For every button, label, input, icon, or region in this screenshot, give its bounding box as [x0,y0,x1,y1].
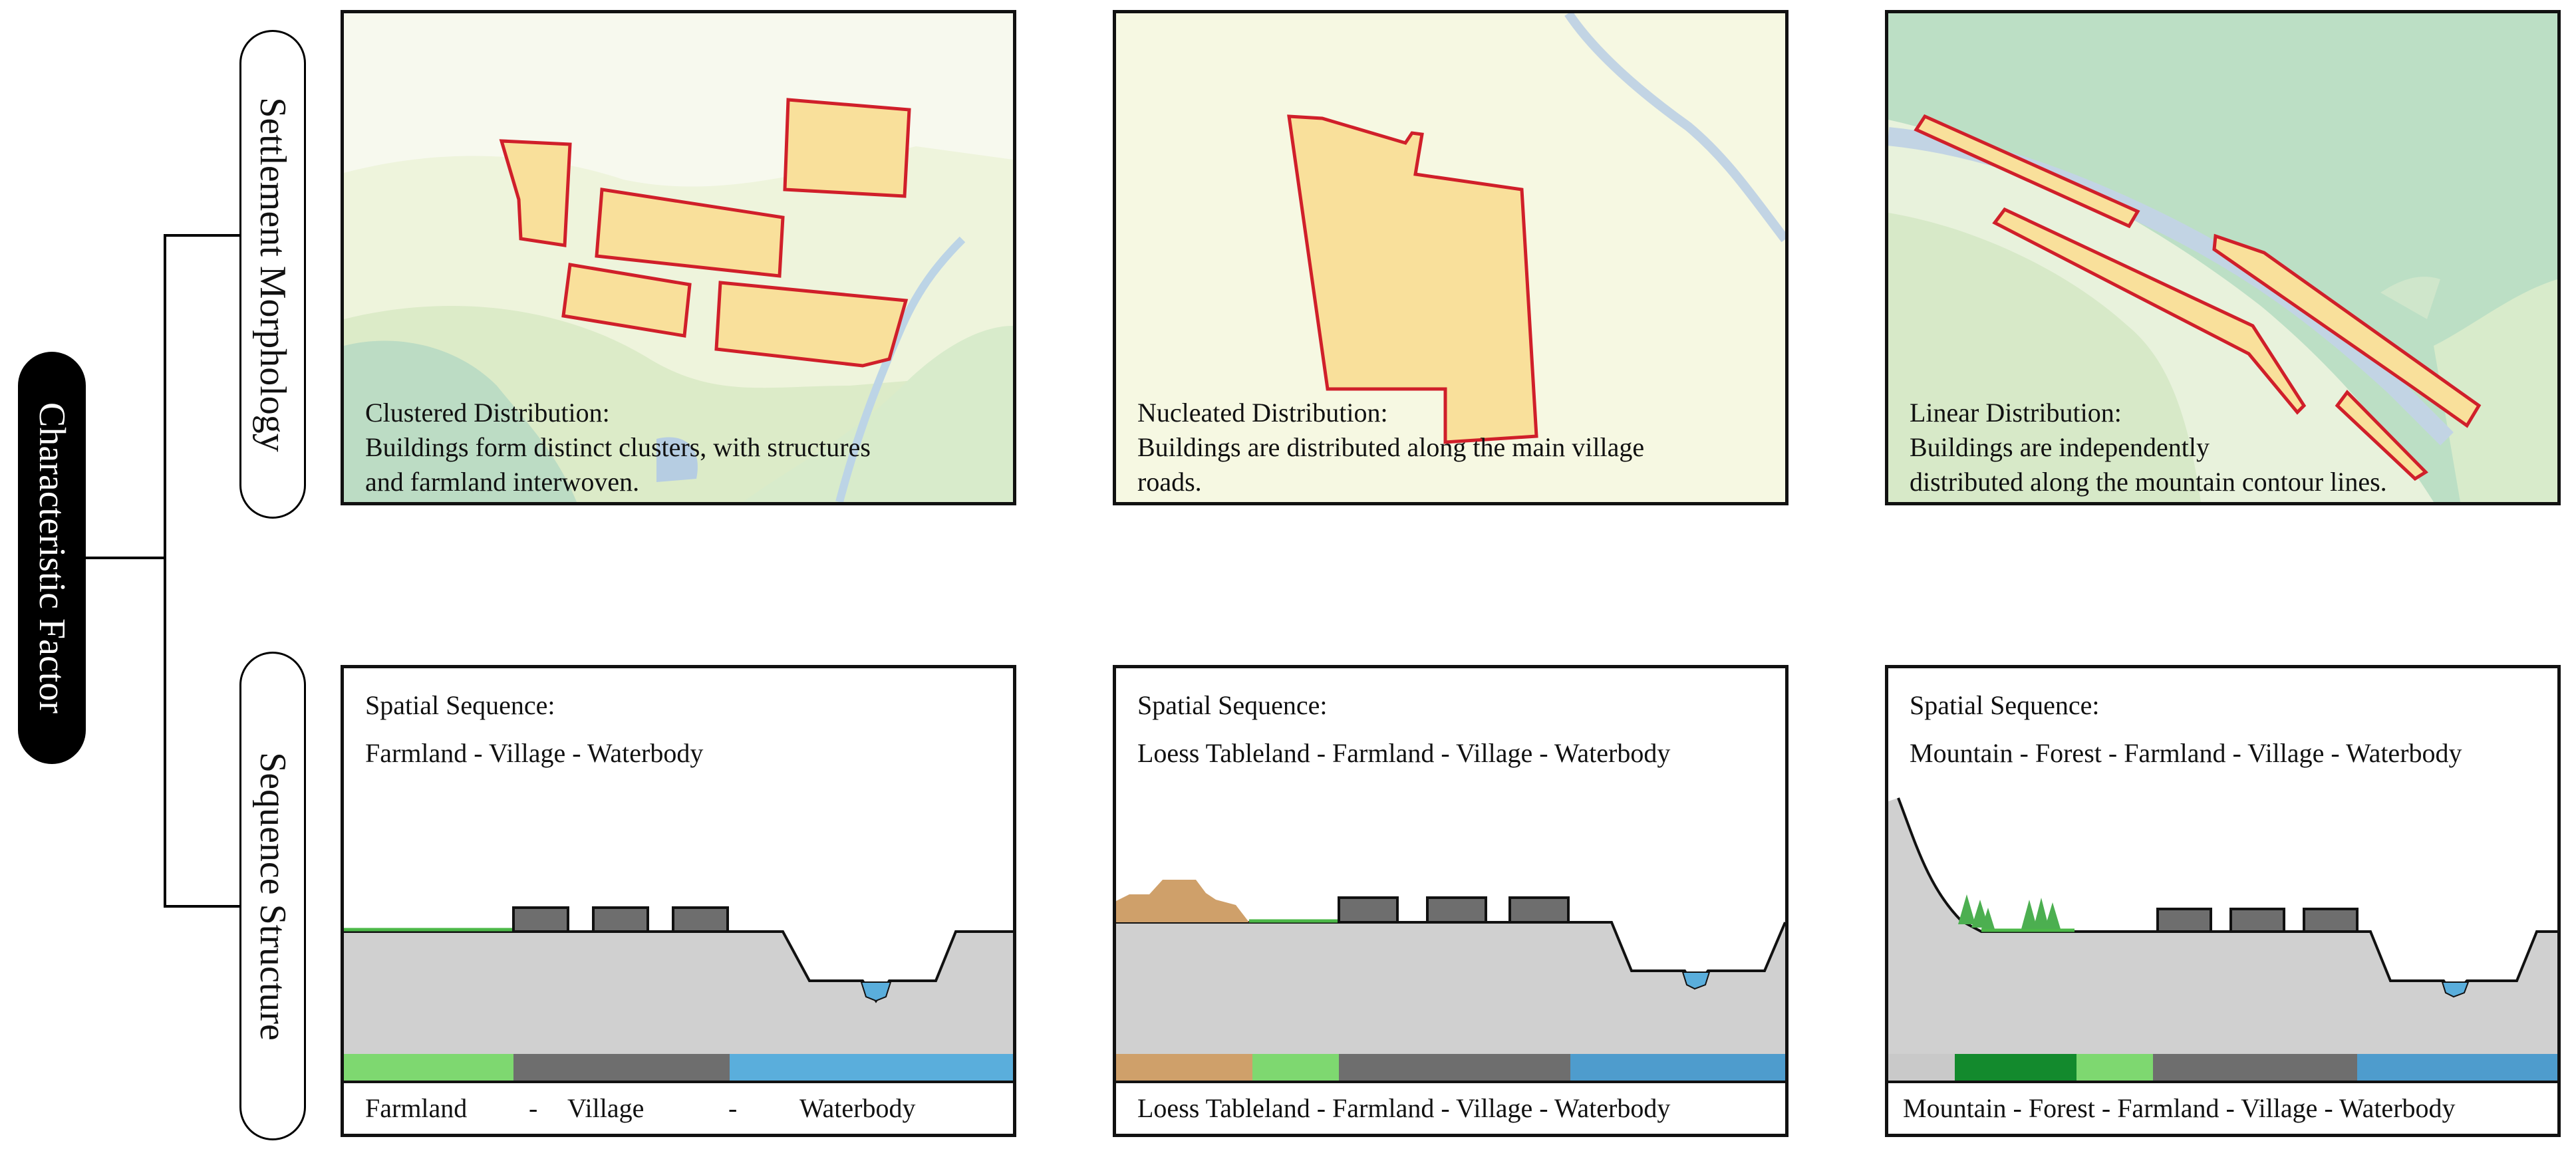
linear-caption: Linear Distribution: Buildings are indep… [1910,396,2544,499]
building-blocks [1914,114,2482,481]
building-blocks [499,98,911,368]
bar-farmland [344,1054,513,1081]
sequence-2-color-bar [1116,1054,1785,1081]
bar-farmland [1252,1054,1339,1081]
sequence-2-legend: Loess Tableland - Farmland - Village - W… [1116,1081,1785,1134]
morphology-panel-clustered: Clustered Distribution: Buildings form d… [341,10,1016,505]
bar-village [2153,1054,2357,1081]
legend-dash-2: - [728,1093,738,1123]
connector-trunk [164,234,166,908]
clustered-caption: Clustered Distribution: Buildings form d… [365,396,1000,499]
branch-sequence-label: Sequence Structure [252,751,293,1041]
bar-waterbody [730,1054,1013,1081]
village-houses [2156,908,2359,933]
bar-village [513,1054,730,1081]
clustered-line1: Buildings form distinct clusters, with s… [365,432,871,462]
nucleated-line1: Buildings are distributed along the main… [1137,432,1645,462]
branch-morphology-label: Settlement Morphology [252,96,293,452]
sequence-1-legend: Farmland - Village - Waterbody [344,1081,1013,1134]
legend-text: Mountain - Forest - Farmland - Village -… [1903,1093,2456,1123]
sequence-2-text: Loess Tableland - Farmland - Village - W… [1137,738,1671,768]
nucleated-title: Nucleated Distribution: [1137,398,1388,428]
clustered-title: Clustered Distribution: [365,398,610,428]
nucleated-line2: roads. [1137,467,1202,497]
root-node: Characteristic Factor [18,352,86,764]
bar-mountain [1888,1054,1955,1081]
sequence-panel-2: Spatial Sequence: Loess Tableland - Farm… [1113,665,1789,1137]
legend-village: Village [567,1093,644,1123]
sequence-3-color-bar [1888,1054,2557,1081]
sequence-1-color-bar [344,1054,1013,1081]
morphology-panel-linear: Linear Distribution: Buildings are indep… [1885,10,2561,505]
connector-bottom [164,905,239,908]
bar-loess [1116,1054,1252,1081]
sequence-2-heading: Spatial Sequence: [1137,690,1328,720]
branch-sequence: Sequence Structure [239,652,306,1140]
morphology-panel-nucleated: Nucleated Distribution: Buildings are di… [1113,10,1789,505]
legend-farmland: Farmland [365,1093,468,1123]
forest-trees [1958,894,2061,929]
sequence-3-profile [1888,797,2557,1054]
linear-line1: Buildings are independently [1910,432,2210,462]
village-houses [512,906,729,933]
bar-farmland [2076,1054,2153,1081]
linear-line2: distributed along the mountain contour l… [1910,467,2387,497]
sequence-1-profile [344,906,1013,1054]
root-label: Characteristic Factor [31,402,72,714]
sequence-1-text: Farmland - Village - Waterbody [365,738,704,768]
bar-forest [1955,1054,2076,1081]
sequence-1-heading: Spatial Sequence: [365,690,555,720]
nucleated-caption: Nucleated Distribution: Buildings are di… [1137,396,1772,499]
sequence-panel-3: Spatial Sequence: Mountain - Forest - Fa… [1885,665,2561,1137]
clustered-map [344,13,1013,502]
village-houses [1338,896,1570,924]
branch-morphology: Settlement Morphology [239,30,306,519]
sequence-3-text: Mountain - Forest - Farmland - Village -… [1910,738,2462,768]
bar-waterbody [1570,1054,1785,1081]
legend-waterbody: Waterbody [799,1093,916,1123]
bar-waterbody [2357,1054,2557,1081]
linear-map [1888,13,2557,502]
sequence-3-heading: Spatial Sequence: [1910,690,2100,720]
sequence-panel-1: Spatial Sequence: Farmland - Village - W… [341,665,1016,1137]
linear-title: Linear Distribution: [1910,398,2122,428]
sequence-3-legend: Mountain - Forest - Farmland - Village -… [1888,1081,2557,1134]
clustered-line2: and farmland interwoven. [365,467,640,497]
legend-text: Loess Tableland - Farmland - Village - W… [1137,1093,1671,1123]
nucleated-map [1116,13,1785,502]
bar-village [1339,1054,1570,1081]
sequence-2-profile [1116,880,1785,1054]
legend-dash-1: - [529,1093,538,1123]
building-blocks [1287,114,1538,444]
connector-top [164,234,239,237]
connector-root [86,557,165,559]
